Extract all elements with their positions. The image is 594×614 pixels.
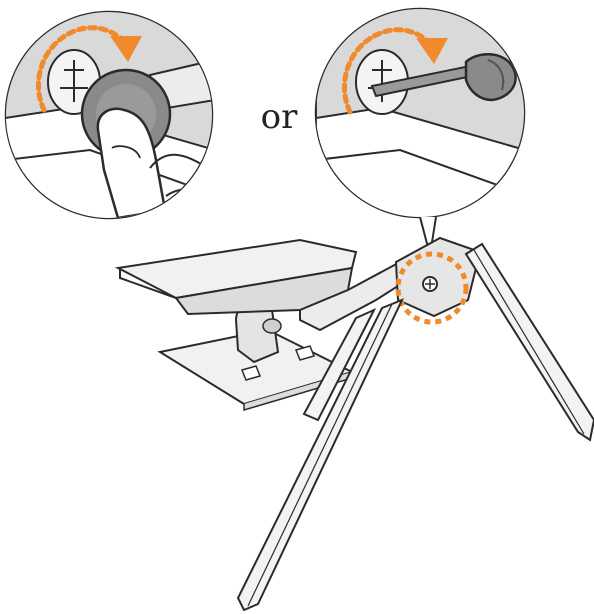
monitor-stand	[114, 236, 594, 612]
rotate-arrow-left	[35, 25, 129, 113]
rotate-arrow-right	[341, 27, 435, 115]
finger	[96, 107, 167, 218]
leg-right	[464, 242, 594, 442]
screwdriver-callout-content	[316, 9, 524, 217]
head-plate	[114, 238, 358, 300]
or-label: or	[260, 97, 298, 137]
hinge-hub	[394, 236, 482, 318]
coin-callout	[4, 10, 214, 220]
screwdriver-callout	[314, 7, 526, 219]
highlight-circle	[395, 251, 469, 325]
leg-back	[302, 307, 377, 422]
coin-callout-content	[6, 12, 212, 218]
